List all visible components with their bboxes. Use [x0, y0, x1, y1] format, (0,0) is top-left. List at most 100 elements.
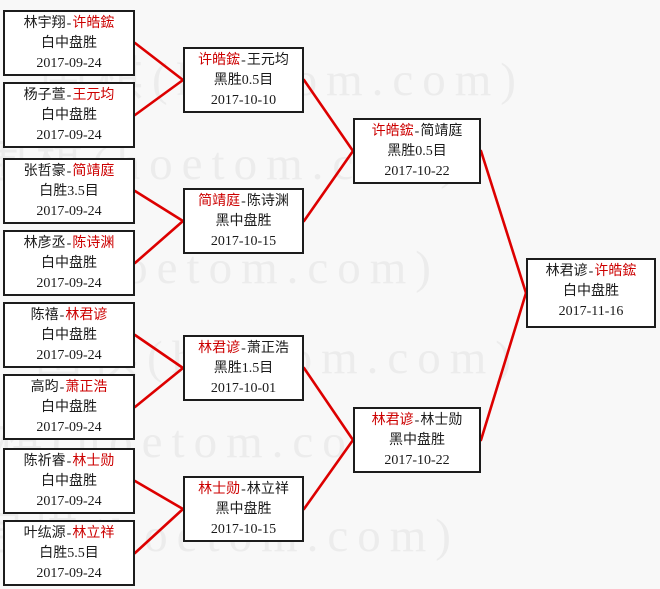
match-players: 林君谚-许皓鋐: [528, 262, 654, 282]
player2-name: 简靖庭: [420, 124, 463, 139]
player2-name: 简靖庭: [72, 164, 115, 179]
vs-separator: -: [241, 482, 246, 497]
match-date: 2017-10-22: [384, 164, 450, 179]
player2-name: 林立祥: [72, 526, 115, 541]
match-date: 2017-10-15: [210, 234, 277, 249]
vs-separator: -: [241, 194, 246, 209]
vs-separator: -: [59, 380, 65, 395]
match-players: 杨子萱-王元均: [5, 86, 133, 106]
match-players: 陈祈睿-林士勋: [5, 452, 133, 472]
match-box-r1-6: 高昀-萧正浩 白中盘胜 2017-09-24: [3, 374, 135, 440]
player2-name: 萧正浩: [246, 341, 289, 356]
vs-separator: -: [66, 526, 72, 541]
match-result: 黑胜1.5目: [213, 361, 274, 376]
match-result: 黑中盘胜: [215, 214, 272, 229]
match-players: 高昀-萧正浩: [5, 378, 133, 398]
match-result: 白中盘胜: [41, 108, 97, 123]
player1-name: 杨子萱: [23, 88, 66, 103]
match-date: 2017-11-16: [558, 304, 624, 319]
vs-separator: -: [414, 124, 420, 139]
vs-separator: -: [588, 264, 594, 279]
match-box-r1-7: 陈祈睿-林士勋 白中盘胜 2017-09-24: [3, 448, 135, 514]
match-players: 简靖庭-陈诗渊: [185, 192, 302, 212]
match-result: 白中盘胜: [41, 474, 97, 489]
vs-separator: -: [66, 16, 72, 31]
match-result: 白胜3.5目: [39, 184, 99, 199]
match-players: 张哲豪-简靖庭: [5, 162, 133, 182]
match-result: 黑胜0.5目: [387, 144, 447, 159]
player2-name: 林立祥: [246, 482, 289, 497]
player2-name: 许皓鋐: [594, 264, 637, 279]
player1-name: 林君谚: [545, 264, 588, 279]
match-date: 2017-10-22: [384, 453, 450, 468]
match-box-r2-2: 简靖庭-陈诗渊 黑中盘胜 2017-10-15: [183, 188, 304, 254]
match-date: 2017-10-15: [210, 522, 277, 537]
player1-name: 林士勋: [198, 482, 241, 497]
player2-name: 林君谚: [65, 308, 108, 323]
vs-separator: -: [241, 341, 246, 356]
player1-name: 叶纮源: [23, 526, 66, 541]
match-result: 白中盘胜: [563, 284, 619, 299]
vs-separator: -: [66, 164, 72, 179]
player2-name: 萧正浩: [65, 380, 108, 395]
vs-separator: -: [59, 308, 65, 323]
player2-name: 王元均: [72, 88, 115, 103]
vs-separator: -: [66, 88, 72, 103]
match-result: 白中盘胜: [41, 400, 97, 415]
player1-name: 林君谚: [198, 341, 241, 356]
match-date: 2017-09-24: [36, 204, 102, 219]
player1-name: 林君谚: [371, 413, 414, 428]
match-result: 黑中盘胜: [215, 502, 272, 517]
match-players: 林君谚-萧正浩: [185, 339, 302, 359]
match-date: 2017-09-24: [36, 128, 102, 143]
player2-name: 许皓鋐: [72, 16, 115, 31]
match-players: 叶纮源-林立祥: [5, 524, 133, 544]
match-box-r1-5: 陈禧-林君谚 白中盘胜 2017-09-24: [3, 302, 135, 368]
match-date: 2017-09-24: [36, 420, 102, 435]
player1-name: 林彦丞: [23, 236, 66, 251]
player1-name: 林宇翔: [23, 16, 66, 31]
match-players: 林彦丞-陈诗渊: [5, 234, 133, 254]
match-box-r1-4: 林彦丞-陈诗渊 白中盘胜 2017-09-24: [3, 230, 135, 296]
match-players: 林君谚-林士勋: [355, 411, 479, 431]
player1-name: 许皓鋐: [198, 53, 241, 68]
player2-name: 王元均: [246, 53, 289, 68]
match-date: 2017-09-24: [36, 56, 102, 71]
player2-name: 陈诗渊: [246, 194, 289, 209]
vs-separator: -: [66, 236, 72, 251]
match-players: 陈禧-林君谚: [5, 306, 133, 326]
player1-name: 陈禧: [30, 308, 59, 323]
match-result: 白中盘胜: [41, 328, 97, 343]
vs-separator: -: [241, 53, 246, 68]
match-result: 白中盘胜: [41, 256, 97, 271]
match-box-r1-2: 杨子萱-王元均 白中盘胜 2017-09-24: [3, 82, 135, 148]
player2-name: 林士勋: [72, 454, 115, 469]
match-players: 许皓鋐-王元均: [185, 51, 302, 71]
match-date: 2017-09-24: [36, 348, 102, 363]
match-box-r1-8: 叶纮源-林立祥 白胜5.5目 2017-09-24: [3, 520, 135, 586]
match-box-r2-4: 林士勋-林立祥 黑中盘胜 2017-10-15: [183, 476, 304, 542]
match-date: 2017-10-01: [210, 381, 277, 396]
match-box-r2-1: 许皓鋐-王元均 黑胜0.5目 2017-10-10: [183, 47, 304, 113]
match-result: 白胜5.5目: [39, 546, 99, 561]
player1-name: 陈祈睿: [23, 454, 66, 469]
match-date: 2017-09-24: [36, 494, 102, 509]
player1-name: 简靖庭: [198, 194, 241, 209]
match-players: 林士勋-林立祥: [185, 480, 302, 500]
match-players: 许皓鋐-简靖庭: [355, 122, 479, 142]
player2-name: 林士勋: [420, 413, 463, 428]
match-box-final: 林君谚-许皓鋐 白中盘胜 2017-11-16: [526, 258, 656, 328]
match-players: 林宇翔-许皓鋐: [5, 14, 133, 34]
match-box-sf-2: 林君谚-林士勋 黑中盘胜 2017-10-22: [353, 407, 481, 473]
player2-name: 陈诗渊: [72, 236, 115, 251]
player1-name: 高昀: [30, 380, 59, 395]
match-date: 2017-09-24: [36, 566, 102, 581]
match-result: 白中盘胜: [41, 36, 97, 51]
match-result: 黑胜0.5目: [213, 73, 274, 88]
match-box-r1-3: 张哲豪-简靖庭 白胜3.5目 2017-09-24: [3, 158, 135, 224]
vs-separator: -: [66, 454, 72, 469]
match-date: 2017-09-24: [36, 276, 102, 291]
match-box-sf-1: 许皓鋐-简靖庭 黑胜0.5目 2017-10-22: [353, 118, 481, 184]
player1-name: 许皓鋐: [371, 124, 414, 139]
